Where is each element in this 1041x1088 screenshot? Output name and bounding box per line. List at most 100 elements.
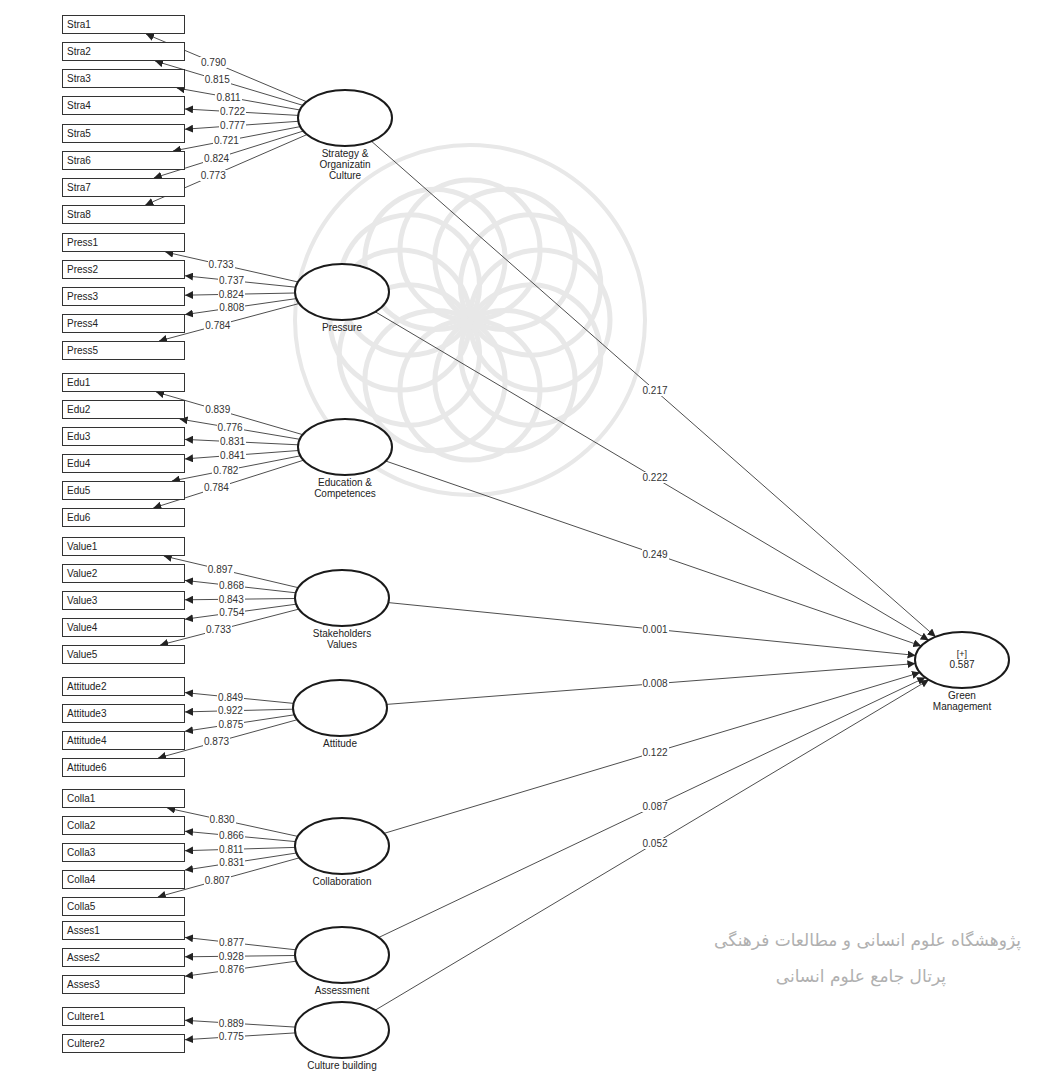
outer-loading: 0.877: [218, 937, 245, 948]
indicator-box: Value3: [62, 591, 185, 610]
construct-name: Strategy & Organizatin Culture: [305, 148, 385, 181]
indicator-name: Stra3: [67, 73, 91, 84]
outer-loading: 0.824: [218, 289, 245, 300]
ellipse-shape: [295, 927, 389, 983]
ellipse-outline: [297, 418, 393, 476]
path-arrow: [185, 580, 296, 592]
outer-loading: 0.754: [218, 607, 245, 618]
outer-loading: 0.737: [218, 275, 245, 286]
outer-loading: 0.815: [204, 74, 231, 85]
indicator-box: Value5: [62, 645, 185, 664]
path-arrow: [185, 937, 296, 949]
indicator-name: Press2: [67, 264, 98, 275]
outer-loading: 0.811: [218, 844, 244, 855]
ellipse-shape: [295, 1002, 389, 1058]
outer-loading: 0.811: [215, 92, 241, 103]
path-arrow: [185, 604, 296, 619]
indicator-name: Edu5: [67, 485, 90, 496]
ellipse-outline: [294, 569, 390, 627]
indicator-name: Stra7: [67, 182, 91, 193]
construct-ellipse: [297, 89, 393, 147]
outer-loading: 0.722: [219, 106, 246, 117]
construct-ellipse: [294, 926, 390, 984]
indicator-box: Stra4: [62, 96, 185, 115]
path-arrow: [388, 603, 915, 656]
indicator-name: Asses3: [67, 979, 100, 990]
path-arrow: [375, 680, 929, 1010]
outer-loading: 0.824: [203, 153, 230, 164]
path-arrow: [386, 461, 922, 646]
indicator-name: Value3: [67, 595, 97, 606]
ellipse-outline: [297, 89, 393, 147]
indicator-box: Stra2: [62, 42, 185, 61]
indicator-box: Stra1: [62, 15, 185, 34]
outer-loading: 0.733: [205, 624, 232, 635]
outer-loading: 0.866: [218, 830, 245, 841]
indicator-name: Edu2: [67, 404, 90, 415]
indicator-name: Edu1: [67, 377, 90, 388]
outer-loading: 0.868: [218, 580, 245, 591]
outer-loading: 0.922: [217, 705, 244, 716]
ellipse-shape: [295, 264, 389, 320]
indicator-name: Stra5: [67, 128, 91, 139]
path-coefficient: 0.249: [642, 549, 669, 560]
path-arrow: [185, 715, 294, 732]
path-arrow: [384, 673, 920, 834]
indicator-name: Attitude2: [67, 681, 106, 692]
ellipse-outline: [294, 926, 390, 984]
latent-construct: Collaboration: [272, 817, 412, 887]
indicator-box: Asses3: [62, 975, 185, 994]
outer-loading: 0.808: [218, 302, 245, 313]
construct-name: Pressure: [302, 322, 382, 333]
path-coefficient: 0.087: [642, 801, 669, 812]
outer-loading: 0.790: [200, 57, 227, 68]
indicator-name: Edu6: [67, 512, 90, 523]
indicator-name: Colla4: [67, 874, 95, 885]
outer-loading: 0.928: [218, 951, 245, 962]
indicator-name: Value2: [67, 568, 97, 579]
ellipse-shape: [298, 90, 392, 146]
indicator-name: Press5: [67, 345, 98, 356]
indicator-box: Edu6: [62, 508, 185, 527]
watermark-text: پرتال جامع علوم انسانی: [776, 966, 946, 986]
path-coefficient: 0.008: [642, 678, 669, 689]
path-coefficient: 0.052: [642, 838, 669, 849]
indicator-name: Edu3: [67, 431, 90, 442]
outer-loading: 0.777: [219, 120, 246, 131]
construct-name: Green Management: [922, 690, 1002, 712]
indicator-box: Attitude6: [62, 758, 185, 777]
indicator-box: Stra6: [62, 151, 185, 170]
ellipse-shape: [298, 419, 392, 475]
indicator-box: Cultere2: [62, 1034, 185, 1053]
ellipse-shape: [293, 680, 387, 736]
outer-loading: 0.776: [217, 422, 244, 433]
indicator-name: Attitude3: [67, 708, 106, 719]
path-arrow: [387, 664, 916, 705]
indicator-name: Asses1: [67, 925, 100, 936]
indicator-name: Cultere2: [67, 1038, 105, 1049]
indicator-name: Edu4: [67, 458, 90, 469]
path-arrow: [379, 678, 926, 938]
indicator-name: Press4: [67, 318, 98, 329]
outer-loading: 0.782: [212, 465, 239, 476]
construct-ellipse: [294, 1001, 390, 1059]
indicator-box: Press4: [62, 314, 185, 333]
indicator-name: Stra4: [67, 100, 91, 111]
indicator-name: Cultere1: [67, 1011, 105, 1022]
outer-loading: 0.831: [219, 436, 246, 447]
outer-loading: 0.784: [203, 482, 230, 493]
indicator-box: Value4: [62, 618, 185, 637]
indicator-name: Colla5: [67, 901, 95, 912]
latent-construct: Strategy & Organizatin Culture: [275, 89, 415, 181]
indicator-box: Edu5: [62, 481, 185, 500]
path-arrow: [371, 141, 935, 637]
outer-loading: 0.773: [200, 170, 227, 181]
construct-name: Education & Competences: [305, 477, 385, 499]
construct-ellipse: [294, 263, 390, 321]
outer-loading: 0.807: [204, 875, 231, 886]
latent-construct: Education & Competences: [275, 418, 415, 499]
indicator-name: Attitude4: [67, 735, 106, 746]
latent-construct: Culture building: [272, 1001, 412, 1071]
path-coefficient: 0.222: [642, 472, 669, 483]
indicator-name: Value1: [67, 541, 97, 552]
